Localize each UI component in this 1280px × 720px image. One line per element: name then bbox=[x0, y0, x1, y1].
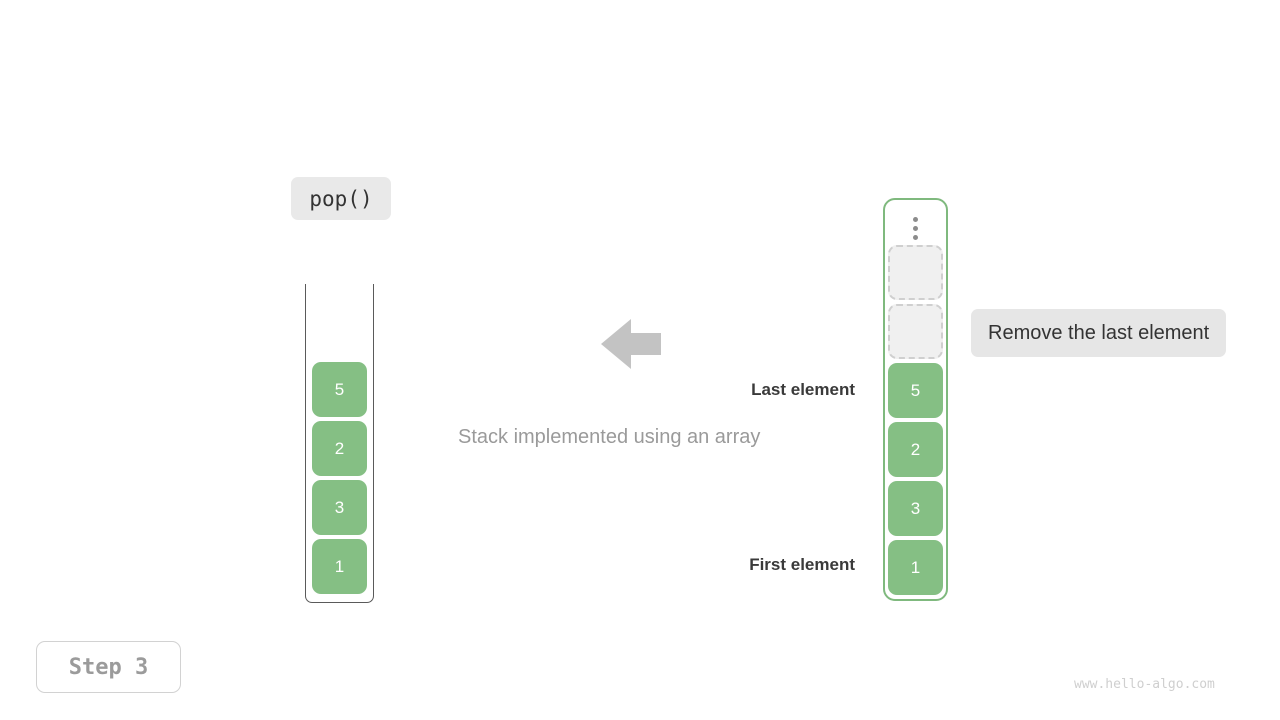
array-element: 2 bbox=[888, 422, 943, 477]
stack-element: 5 bbox=[312, 362, 367, 417]
array-element: 5 bbox=[888, 363, 943, 418]
right-array-items: 5 2 3 1 bbox=[888, 245, 943, 595]
operation-chip: pop() bbox=[291, 177, 391, 220]
stack-element: 3 bbox=[312, 480, 367, 535]
right-array-container: 5 2 3 1 bbox=[883, 198, 948, 601]
stack-wall-right bbox=[373, 284, 374, 593]
array-element: 1 bbox=[888, 540, 943, 595]
stack-element: 2 bbox=[312, 421, 367, 476]
empty-slot bbox=[888, 245, 943, 300]
annotation-tooltip: Remove the last element bbox=[971, 309, 1227, 357]
stack-floor bbox=[305, 591, 374, 603]
diagram-caption: Stack implemented using an array bbox=[458, 426, 761, 448]
empty-slot bbox=[888, 304, 943, 359]
step-badge: Step 3 bbox=[36, 641, 181, 693]
array-element: 3 bbox=[888, 481, 943, 536]
arrow-left-icon bbox=[601, 318, 661, 370]
vertical-ellipsis-icon bbox=[885, 210, 946, 246]
first-element-label: First element bbox=[749, 555, 855, 574]
watermark: www.hello-algo.com bbox=[1074, 677, 1215, 692]
left-stack-items: 5 2 3 1 bbox=[312, 362, 367, 594]
stack-element: 1 bbox=[312, 539, 367, 594]
last-element-label: Last element bbox=[751, 380, 855, 399]
left-stack-container: 5 2 3 1 bbox=[305, 284, 374, 603]
stack-wall-left bbox=[305, 284, 306, 593]
